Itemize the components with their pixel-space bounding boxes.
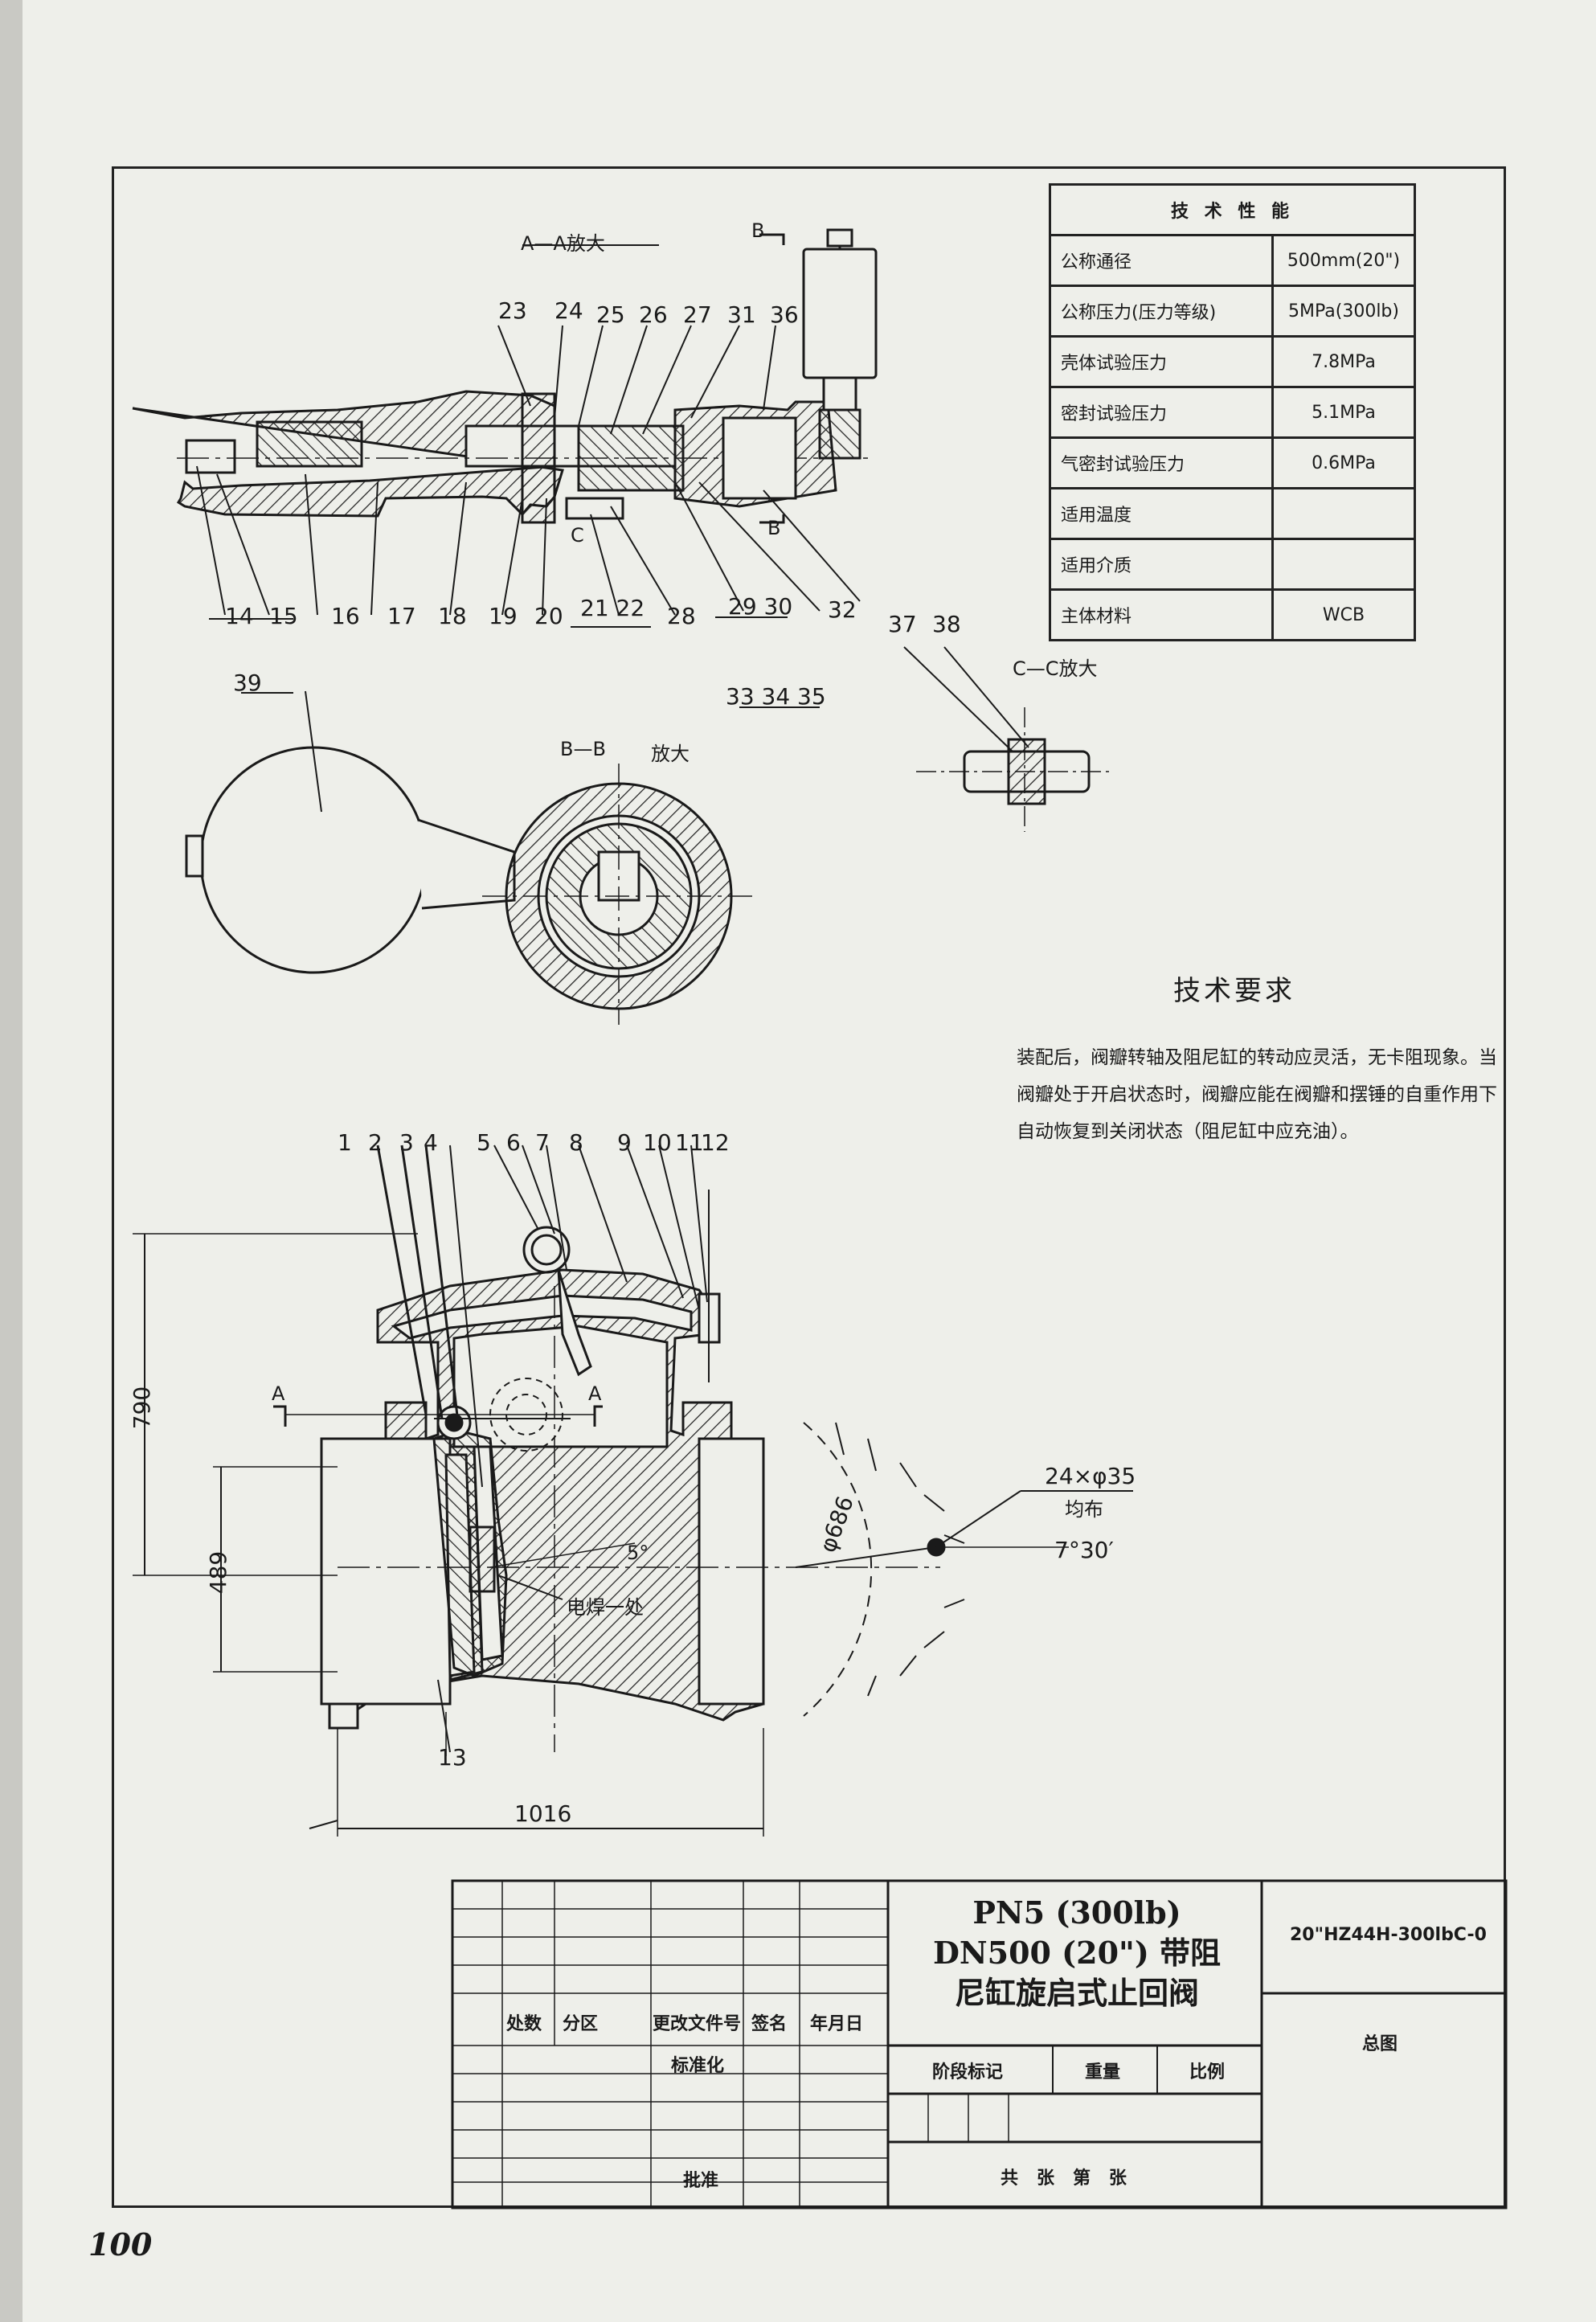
callout: 28 [667,603,696,629]
callout: 10 [643,1129,672,1156]
spec-label: 主体材料 [1049,588,1274,641]
callout: 31 [727,301,756,328]
callout: 15 [269,603,298,629]
weld-note: 电焊一处 [567,1596,644,1619]
tb-header-sign: 签名 [751,2014,788,2034]
cc-section-view [903,646,1109,832]
callout: 29 30 [728,593,793,620]
callout: 9 [617,1129,632,1156]
dimension-height-489: 489 [205,1550,232,1595]
tb-standardize: 标准化 [671,2056,725,2076]
cc-view-title: C—C放大 [1013,657,1098,680]
callout: 27 [683,301,712,328]
callout: 38 [932,611,961,637]
tb-scale: 比例 [1189,2062,1226,2082]
dimension-tilt: 5° [627,1542,649,1564]
callout: 26 [639,301,668,328]
spec-label: 壳体试验压力 [1049,335,1274,388]
callout: 23 [498,297,527,324]
spec-label: 气密封试验压力 [1049,436,1274,489]
tb-header-date: 年月日 [810,2014,864,2034]
callout: 6 [506,1129,521,1156]
callout: 4 [424,1129,438,1156]
title-line-2: DN500 (20") 带阻 [932,1935,1222,1971]
tb-header-count: 处数 [506,2014,542,2034]
spec-value: WCB [1271,588,1416,641]
callout: 17 [387,603,416,629]
requirements-body: 装配后，阀瓣转轴及阻尼缸的转动应灵活，无卡阻现象。当阀瓣处于开启状态时，阀瓣应能… [1017,1047,1497,1142]
callout: 33 34 35 [726,683,826,710]
spec-value [1271,487,1416,540]
callout: 39 [233,670,262,696]
tb-header-zone: 分区 [563,2014,599,2034]
callout: 25 [596,301,625,328]
callout: 14 [225,603,254,629]
bb-zoom-label: 放大 [651,743,690,765]
dimension-holes: 24×φ35 [1045,1463,1136,1489]
callout: 32 [828,596,857,623]
b-marker-bottom: B [767,517,781,539]
spec-label: 公称通径 [1049,234,1274,287]
callout: 19 [489,603,518,629]
spec-label: 密封试验压力 [1049,386,1274,439]
callout: 11 [675,1129,704,1156]
page-number: 100 [88,2226,153,2263]
spec-label: 适用介质 [1049,538,1274,591]
aa-leader-lines [196,244,861,708]
dimension-height-790: 790 [129,1386,156,1430]
drawing-number: 20"HZ44H-300lbC-0 [1290,1925,1487,1945]
callout: 24 [555,297,583,324]
tb-stage: 阶段标记 [932,2062,1004,2082]
callout: 18 [438,603,467,629]
spec-value: 5.1MPa [1271,386,1416,439]
spec-table-title: 技 术 性 能 [1049,183,1416,236]
spec-value: 7.8MPa [1271,335,1416,388]
tb-weight: 重量 [1085,2062,1121,2082]
title-block-lines [451,1879,1508,2209]
spec-label: 适用温度 [1049,487,1274,540]
aa-section-view [132,228,878,524]
dimension-holes-note: 均布 [1065,1498,1103,1521]
tb-approve: 批准 [683,2171,719,2191]
dimension-angle: 7°30′ [1054,1537,1114,1563]
drawing-name: 总图 [1362,2034,1398,2054]
callout: 8 [569,1129,583,1156]
bb-view-title: B—B [560,738,606,760]
spec-value [1271,538,1416,591]
tb-header-docno: 更改文件号 [653,2014,742,2034]
callout: 12 [701,1129,730,1156]
title-line-3: 尼缸旋启式止回阀 [954,1975,1199,2011]
callout: 37 [888,611,917,637]
callout: 1 [338,1129,352,1156]
spec-value: 0.6MPa [1271,436,1416,489]
callout: 13 [438,1744,467,1771]
bb-section-view [185,690,755,1025]
requirements-title: 技术要求 [1173,975,1295,1007]
tb-sheets: 共 张 第 张 [1001,2168,1127,2189]
dimension-width-1016: 1016 [514,1800,572,1827]
spec-value: 500mm(20") [1271,234,1416,287]
callout: 20 [534,603,563,629]
main-valve-view [133,1145,1133,1837]
callout: 2 [368,1129,383,1156]
callout: 36 [770,301,799,328]
callout: 7 [535,1129,550,1156]
aa-view-title: A—A放大 [521,232,605,255]
a-marker-left: A [272,1382,285,1405]
spec-value: 5MPa(300lb) [1271,285,1416,338]
callout: 16 [331,603,360,629]
b-marker-top: B [751,219,765,242]
callout: 21 22 [580,595,645,621]
callout: 5 [477,1129,491,1156]
a-marker-right: A [588,1382,602,1405]
callout: 3 [399,1129,414,1156]
c-marker: C [571,524,584,547]
title-line-1: PN5 (300lb) [972,1894,1181,1931]
spec-label: 公称压力(压力等级) [1049,285,1274,338]
